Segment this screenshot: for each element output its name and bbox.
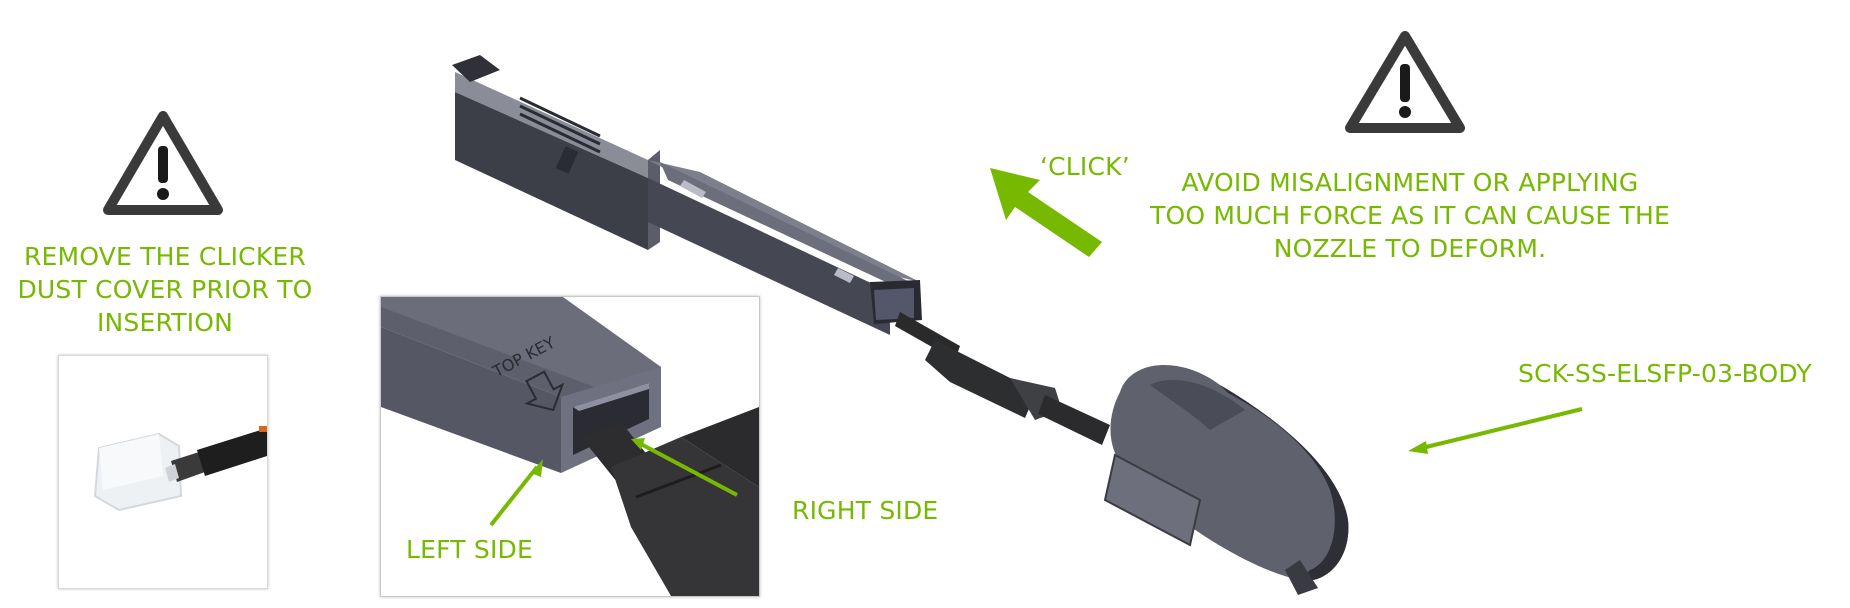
clicker-module (452, 55, 1349, 595)
warning-left-line-3: INSERTION (96, 308, 234, 337)
dust-cover-illustration (93, 426, 267, 512)
warning-left-line-2: DUST COVER PRIOR TO (17, 275, 313, 304)
warning-icon-right (1345, 31, 1465, 133)
warning-right-line-1: AVOID MISALIGNMENT OR APPLYING (1181, 168, 1639, 197)
housing-marking (680, 180, 854, 283)
left-side-label: LEFT SIDE (406, 535, 533, 564)
warning-left-line-1: REMOVE THE CLICKER (23, 242, 306, 271)
dust-cover-photo (58, 355, 268, 589)
right-side-label: RIGHT SIDE (792, 496, 939, 525)
click-direction-arrow (990, 168, 1102, 257)
part-number-pointer (1408, 407, 1583, 454)
warning-text-left: REMOVE THE CLICKER DUST COVER PRIOR TO I… (0, 240, 330, 339)
warning-right-line-3: NOZZLE TO DEFORM. (1273, 234, 1547, 263)
warning-right-line-2: TOO MUCH FORCE AS IT CAN CAUSE THE (1150, 201, 1670, 230)
warning-text-right: AVOID MISALIGNMENT OR APPLYING TOO MUCH … (1140, 166, 1680, 265)
top-key-closeup: TOP KEY (380, 296, 760, 597)
part-number-label: SCK-SS-ELSFP-03-BODY (1518, 359, 1812, 388)
click-label: ‘CLICK’ (1040, 152, 1130, 181)
insert-direction-arrow-icon (524, 370, 565, 412)
top-key-closeup-illustration: TOP KEY (381, 297, 759, 596)
warning-icon-left (103, 111, 223, 215)
